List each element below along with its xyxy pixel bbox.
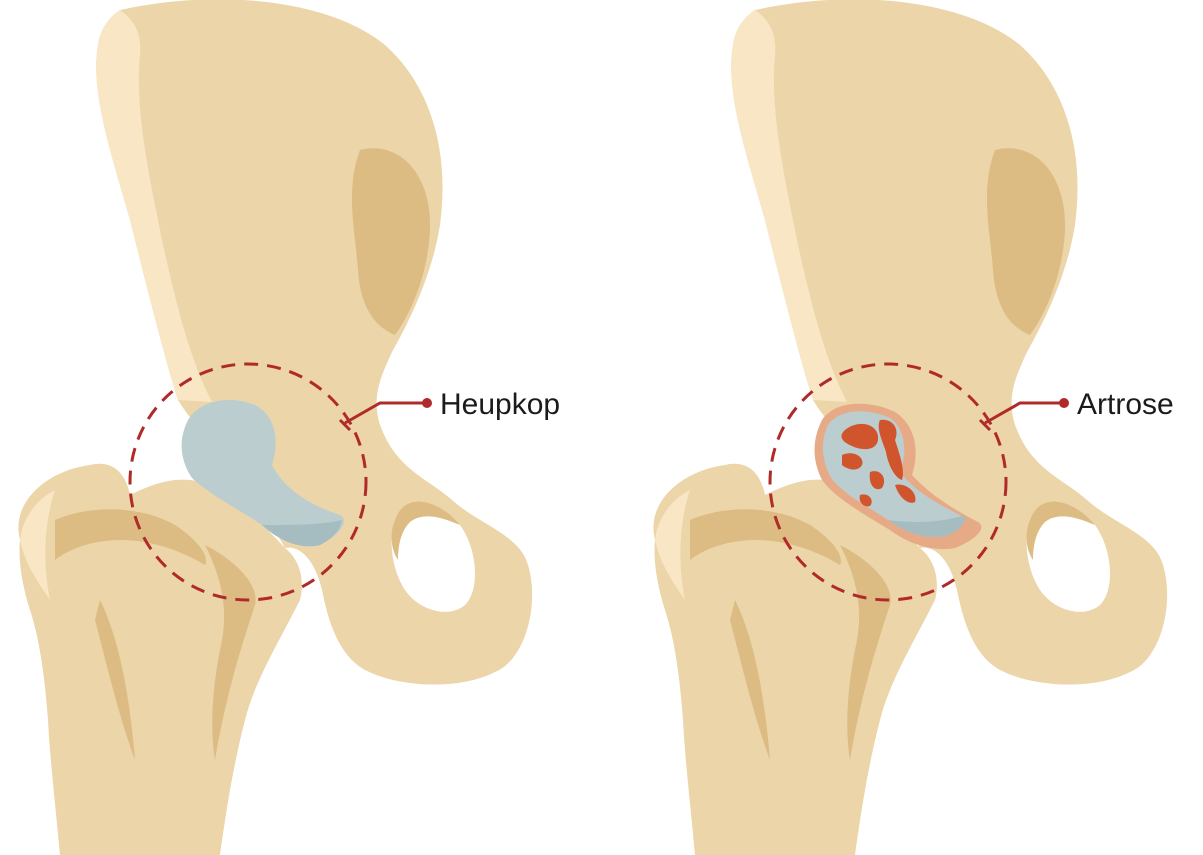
healthy-hip-illustration: Heupkop	[18, 0, 560, 855]
label-artrose: Artrose	[1077, 388, 1174, 421]
label-heupkop: Heupkop	[440, 388, 560, 421]
callout-dot-left	[422, 398, 432, 408]
callout-dot-right	[1059, 398, 1069, 408]
arthritic-hip-illustration: Artrose	[653, 0, 1173, 855]
